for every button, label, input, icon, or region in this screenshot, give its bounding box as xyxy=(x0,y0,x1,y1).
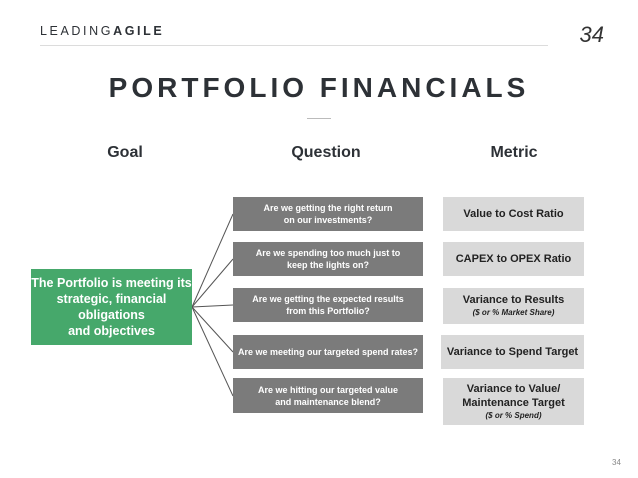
metric-box-1: Value to Cost Ratio xyxy=(443,197,584,231)
metric-sublabel: ($ or % Spend) xyxy=(485,410,542,420)
metric-sublabel: ($ or % Market Share) xyxy=(472,308,555,317)
metric-label: CAPEX to OPEX Ratio xyxy=(455,253,572,265)
header-divider xyxy=(40,45,548,46)
metric-box-4: Variance to Spend Target xyxy=(441,335,584,369)
question-box-4: Are we meeting our targeted spend rates? xyxy=(233,335,423,369)
connector-line-4 xyxy=(191,306,234,353)
question-box-5: Are we hitting our targeted value and ma… xyxy=(233,378,423,413)
connector-line-2 xyxy=(191,258,234,308)
connector-line-5 xyxy=(191,306,234,397)
metric-label: Value to Cost Ratio xyxy=(463,208,564,220)
question-box-1: Are we getting the right return on our i… xyxy=(233,197,423,231)
slide-number: 34 xyxy=(579,22,604,47)
question-box-2: Are we spending too much just to keep th… xyxy=(233,242,423,276)
title-underline xyxy=(307,118,331,119)
logo-text-leading: LEADING xyxy=(40,24,114,38)
logo: LEADINGAGILE xyxy=(40,24,164,38)
column-header-goal: Goal xyxy=(107,144,143,161)
goal-box: The Portfolio is meeting its strategic, … xyxy=(31,269,192,345)
metric-box-2: CAPEX to OPEX Ratio xyxy=(443,242,584,276)
column-header-question: Question xyxy=(291,144,361,161)
metric-box-3: Variance to Results ($ or % Market Share… xyxy=(443,288,584,324)
page-title: PORTFOLIO FINANCIALS xyxy=(108,72,530,103)
metric-label: Variance to Spend Target xyxy=(446,346,579,358)
metric-label: Variance to Results xyxy=(462,294,565,306)
connector-line-1 xyxy=(191,213,234,308)
connector-line-3 xyxy=(191,304,234,308)
metric-label: Variance to Value/ Maintenance Target xyxy=(462,382,565,409)
question-box-3: Are we getting the expected results from… xyxy=(233,288,423,322)
logo-text-agile: AGILE xyxy=(113,24,165,38)
footer-page-number: 34 xyxy=(612,458,621,467)
column-header-metric: Metric xyxy=(490,144,538,161)
metric-box-5: Variance to Value/ Maintenance Target ($… xyxy=(443,378,584,425)
